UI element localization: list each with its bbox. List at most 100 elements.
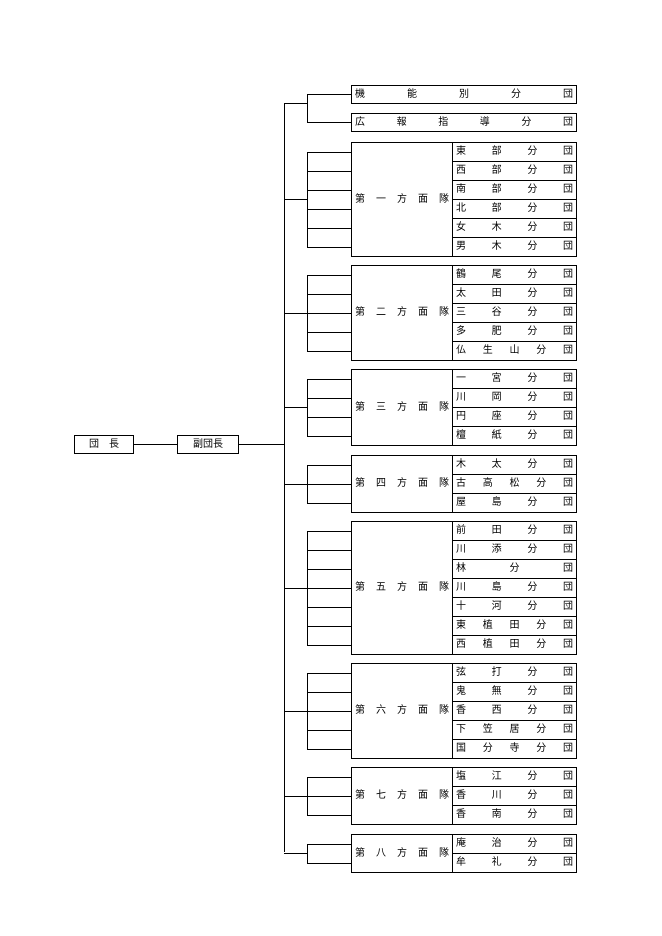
special-unit-connector: [307, 122, 351, 123]
branch-unit-box: 仏生山分団: [452, 341, 577, 361]
corps-trunk-branch: [284, 407, 307, 408]
branch-unit-box: 国分寺分団: [452, 739, 577, 759]
corps-unit-connector: [307, 294, 351, 295]
main-trunk-line: [284, 103, 285, 852]
branch-unit-label: 仏生山分団: [456, 345, 573, 356]
corps-unit-connector: [307, 673, 351, 674]
area-corps-name: 第八方面隊: [355, 847, 449, 859]
corps-trunk-branch: [284, 711, 307, 712]
branch-unit-label: 下笠居分団: [456, 724, 573, 735]
corps-unit-connector: [307, 228, 351, 229]
corps-unit-connector: [307, 550, 351, 551]
branch-unit-label: 屋島分団: [456, 497, 573, 508]
branch-unit-label: 前田分団: [456, 525, 573, 536]
branch-unit-box: 一宮分団: [452, 369, 577, 389]
special-sub-trunk: [307, 94, 308, 123]
area-corps-box: 第三方面隊: [351, 369, 453, 446]
branch-unit-box: 西植田分団: [452, 635, 577, 655]
branch-unit-label: 牟礼分団: [456, 857, 573, 868]
corps-unit-connector: [307, 815, 351, 816]
branch-unit-box: 弦打分団: [452, 663, 577, 683]
branch-unit-box: 太田分団: [452, 284, 577, 304]
branch-unit-label: 円座分団: [456, 411, 573, 422]
corps-trunk-branch: [284, 853, 307, 854]
branch-unit-box: 北部分団: [452, 199, 577, 219]
corps-sub-trunk: [307, 379, 308, 437]
branch-unit-label: 古高松分団: [456, 478, 573, 489]
corps-unit-connector: [307, 588, 351, 589]
branch-unit-box: 東植田分団: [452, 616, 577, 636]
corps-unit-connector: [307, 531, 351, 532]
branch-unit-label: 香南分団: [456, 809, 573, 820]
corps-unit-connector: [307, 190, 351, 191]
branch-unit-box: 木太分団: [452, 455, 577, 475]
branch-unit-box: 鬼無分団: [452, 682, 577, 702]
area-corps-name: 第七方面隊: [355, 790, 449, 801]
branch-unit-box: 香南分団: [452, 805, 577, 825]
corps-sub-trunk: [307, 152, 308, 248]
corps-trunk-branch: [284, 484, 307, 485]
deputy-leader-label: 副団長: [193, 438, 223, 450]
deputy-leader-box: 副団長: [177, 435, 239, 454]
branch-unit-label: 鬼無分団: [456, 686, 573, 697]
area-corps-box: 第五方面隊: [351, 521, 453, 655]
branch-unit-label: 塩江分団: [456, 771, 573, 782]
corps-unit-connector: [307, 503, 351, 504]
corps-unit-connector: [307, 332, 351, 333]
corps-unit-connector: [307, 844, 351, 845]
branch-unit-label: 十河分団: [456, 601, 573, 612]
branch-unit-box: 多肥分団: [452, 322, 577, 342]
branch-unit-label: 男木分団: [456, 241, 573, 252]
area-corps-name: 第六方面隊: [355, 705, 449, 716]
corps-unit-connector: [307, 379, 351, 380]
branch-unit-box: 東部分団: [452, 142, 577, 162]
branch-unit-box: 香西分団: [452, 701, 577, 721]
branch-unit-label: 太田分団: [456, 288, 573, 299]
corps-unit-connector: [307, 171, 351, 172]
branch-unit-label: 弦打分団: [456, 667, 573, 678]
branch-unit-box: 川岡分団: [452, 388, 577, 408]
branch-unit-label: 香西分団: [456, 705, 573, 716]
special-trunk-branch: [284, 103, 307, 104]
branch-unit-box: 川島分団: [452, 578, 577, 598]
branch-unit-box: 男木分団: [452, 237, 577, 257]
corps-unit-connector: [307, 484, 351, 485]
area-corps-box: 第一方面隊: [351, 142, 453, 257]
branch-unit-label: 一宮分団: [456, 373, 573, 384]
area-corps-box: 第二方面隊: [351, 265, 453, 361]
branch-unit-box: 香川分団: [452, 786, 577, 806]
branch-unit-label: 西部分団: [456, 165, 573, 176]
leader-label: 団 長: [89, 438, 119, 450]
corps-unit-connector: [307, 275, 351, 276]
corps-unit-connector: [307, 645, 351, 646]
area-corps-name: 第四方面隊: [355, 478, 449, 489]
corps-unit-connector: [307, 626, 351, 627]
branch-unit-box: 女木分団: [452, 218, 577, 238]
branch-unit-box: 檀紙分団: [452, 426, 577, 446]
area-corps-name: 第二方面隊: [355, 307, 449, 318]
branch-unit-label: 川島分団: [456, 582, 573, 593]
leader-deputy-connector: [134, 444, 177, 445]
corps-trunk-branch: [284, 588, 307, 589]
branch-unit-label: 三谷分団: [456, 307, 573, 318]
branch-unit-box: 塩江分団: [452, 767, 577, 787]
branch-unit-box: 古高松分団: [452, 474, 577, 494]
branch-unit-label: 南部分団: [456, 184, 573, 195]
corps-trunk-branch: [284, 199, 307, 200]
branch-unit-label: 東部分団: [456, 146, 573, 157]
corps-trunk-branch: [284, 313, 307, 314]
corps-unit-connector: [307, 417, 351, 418]
branch-unit-label: 国分寺分団: [456, 743, 573, 754]
branch-unit-box: 牟礼分団: [452, 853, 577, 873]
corps-unit-connector: [307, 730, 351, 731]
area-corps-box: 第四方面隊: [351, 455, 453, 513]
corps-unit-connector: [307, 749, 351, 750]
corps-unit-connector: [307, 692, 351, 693]
corps-unit-connector: [307, 398, 351, 399]
corps-unit-connector: [307, 777, 351, 778]
corps-unit-connector: [307, 796, 351, 797]
corps-unit-connector: [307, 607, 351, 608]
deputy-trunk-connector: [239, 444, 285, 445]
corps-unit-connector: [307, 436, 351, 437]
